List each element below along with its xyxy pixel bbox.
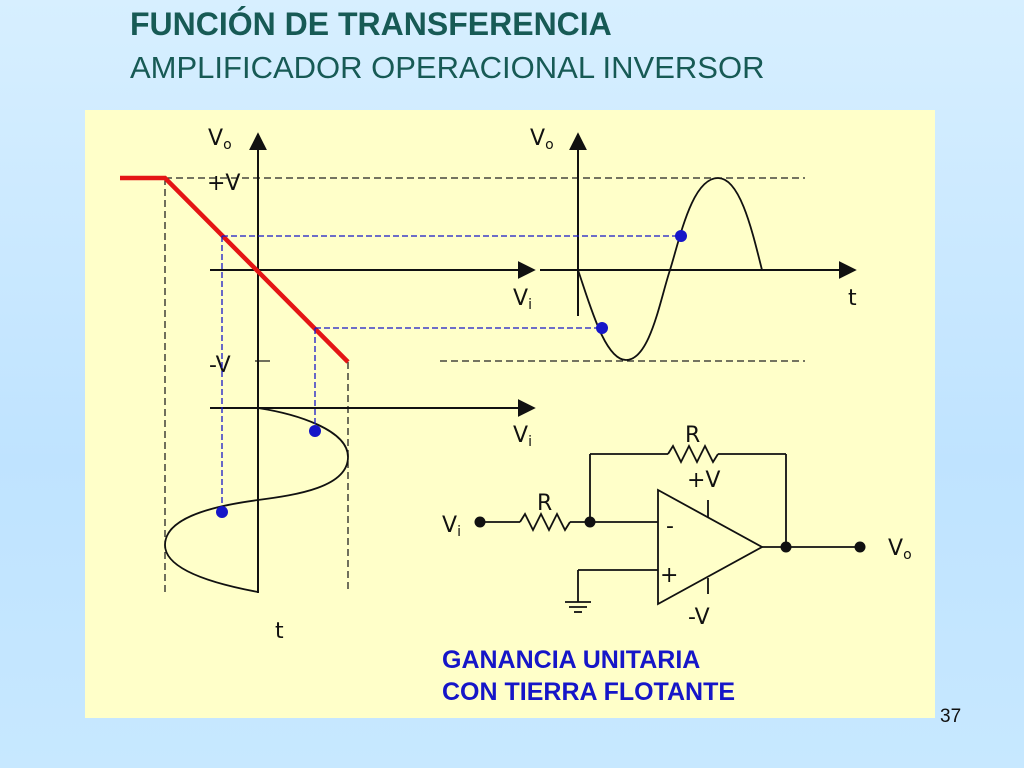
caption: GANANCIA UNITARIA CON TIERRA FLOTANTE [442,644,735,708]
op-amp-pos-supply-label: +V [687,468,720,493]
circuit-input-label: Vi [442,513,461,540]
diagram-panel [85,110,935,718]
output-point-b [596,322,608,334]
output-plot: Vo t [530,126,857,361]
op-amp-circuit [480,443,860,613]
neg-supply-label: -V [209,353,231,378]
input-plot: Vi t [164,399,536,644]
feedback-resistor [667,443,719,465]
input-time-label: t [275,619,284,644]
op-amp-symbol [657,488,764,606]
feedback-resistor-label: R [685,423,700,448]
output-point-a [675,230,687,242]
circuit-output-label: Vo [888,536,912,563]
transfer-plot: Vo +V -V Vi [120,126,805,593]
circuit-nodes [474,516,866,553]
circuit-labels: R R +V -V - + Vi Vo [442,423,912,630]
output-vo-label: Vo [530,126,554,153]
slide-title: FUNCIÓN DE TRANSFERENCIA [130,6,612,42]
op-amp-neg-supply-label: -V [688,605,710,630]
noninverting-pin-label: + [660,563,678,588]
input-resistor [519,511,571,533]
input-terminal [474,516,486,528]
input-point-a [216,506,228,518]
output-time-label: t [848,286,857,311]
transfer-vi-label: Vi [513,286,532,313]
output-node [780,541,792,553]
projection-lines [216,230,687,518]
summing-node [584,516,596,528]
input-resistor-label: R [537,491,552,516]
output-sine-wave [577,177,763,361]
transfer-vo-label: Vo [208,126,232,153]
caption-line-2: CON TIERRA FLOTANTE [442,678,736,706]
inverting-pin-label: - [666,514,674,539]
pos-supply-label: +V [207,171,240,196]
input-point-b [309,425,321,437]
slide-subtitle: AMPLIFICADOR OPERACIONAL INVERSOR [130,50,765,85]
caption-line-1: GANANCIA UNITARIA [442,646,701,674]
page-number: 37 [940,706,962,727]
transfer-curve [120,175,350,364]
input-sine-wave [164,407,349,593]
output-terminal [854,541,866,553]
input-vi-label: Vi [513,423,532,450]
